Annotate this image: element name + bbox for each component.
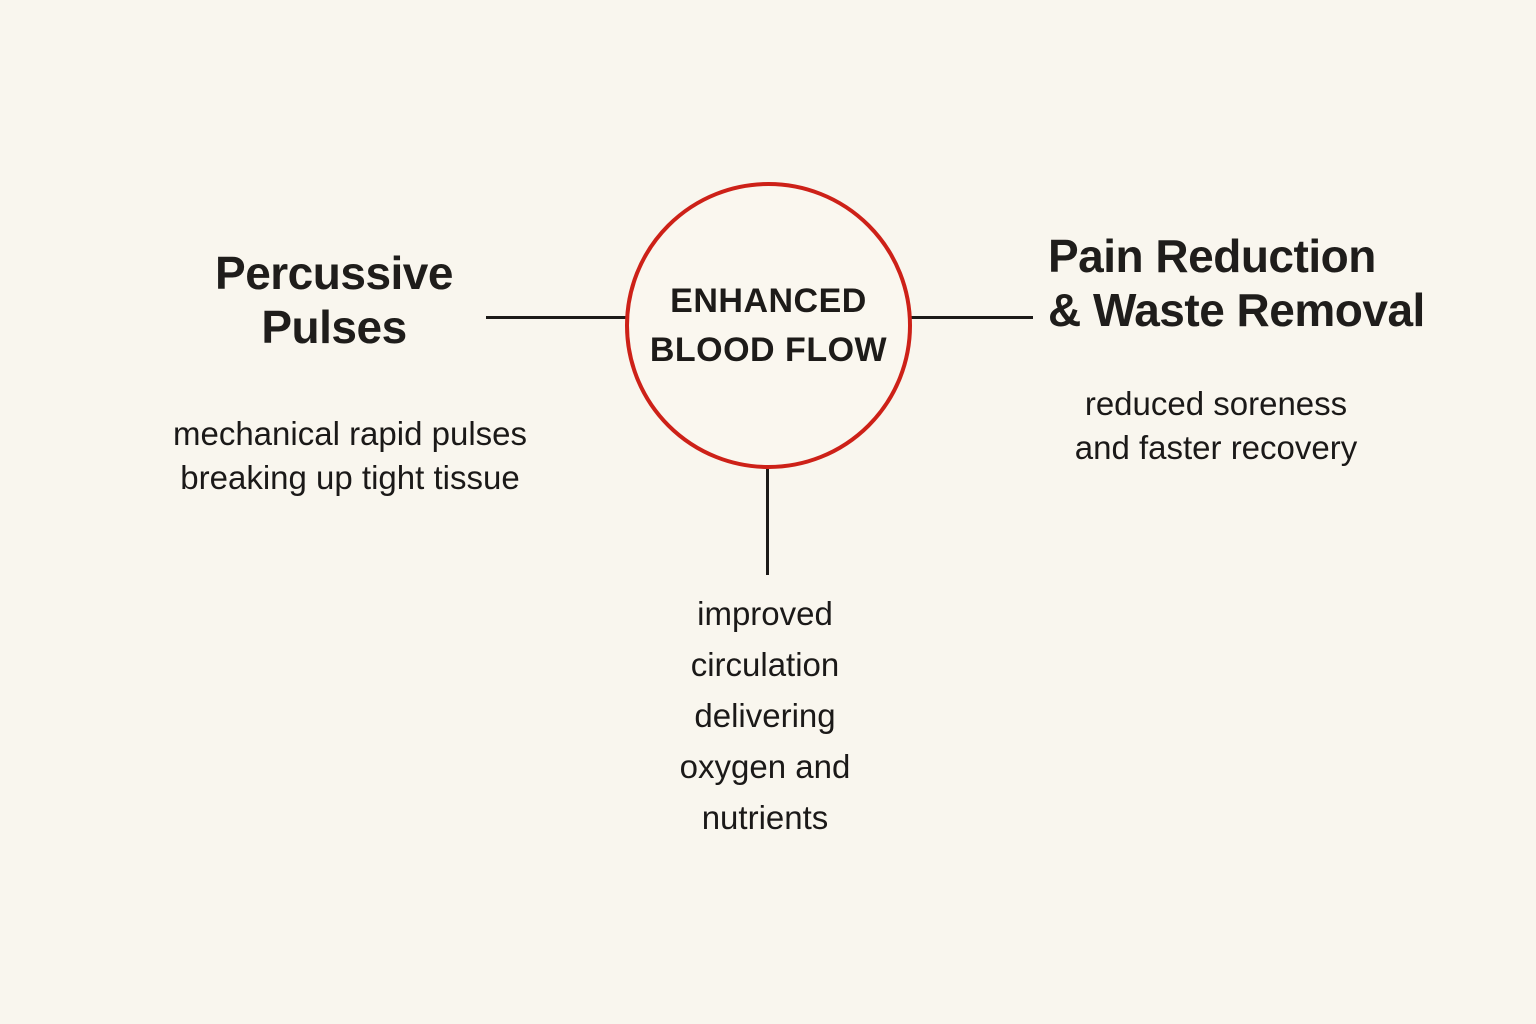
right-desc-line1: reduced soreness <box>1084 385 1348 422</box>
enhanced-blood-flow-node: ENHANCED BLOOD FLOW <box>625 182 912 469</box>
left-desc-line1: mechanical rapid pulses <box>172 415 528 452</box>
bottom-line4: oxygen and <box>679 748 851 785</box>
bottom-line1: improved <box>697 595 833 632</box>
connector-left-line <box>486 316 626 319</box>
center-title-line1: ENHANCED <box>670 281 867 320</box>
percussive-pulses-description: mechanical rapid pulses breaking up tigh… <box>150 412 550 500</box>
left-title-line1: Percussive <box>215 247 453 299</box>
bottom-line3: delivering <box>694 697 836 734</box>
percussive-pulses-title: Percussive Pulses <box>134 246 534 354</box>
connector-right-line <box>911 316 1033 319</box>
bottom-line2: circulation <box>690 646 840 683</box>
right-title-line1: Pain Reduction <box>1048 230 1376 282</box>
right-desc-line2: and faster recovery <box>1074 429 1358 466</box>
pain-reduction-description: reduced soreness and faster recovery <box>1016 382 1416 470</box>
left-title-line2: Pulses <box>261 301 407 353</box>
pain-reduction-title: Pain Reduction & Waste Removal <box>1048 229 1488 337</box>
right-title-line2: & Waste Removal <box>1048 284 1425 336</box>
improved-circulation-description: improved circulation delivering oxygen a… <box>565 588 965 843</box>
connector-down-line <box>766 467 769 575</box>
center-title-line2: BLOOD FLOW <box>649 330 888 369</box>
left-desc-line2: breaking up tight tissue <box>180 459 520 496</box>
bottom-line5: nutrients <box>701 799 829 836</box>
